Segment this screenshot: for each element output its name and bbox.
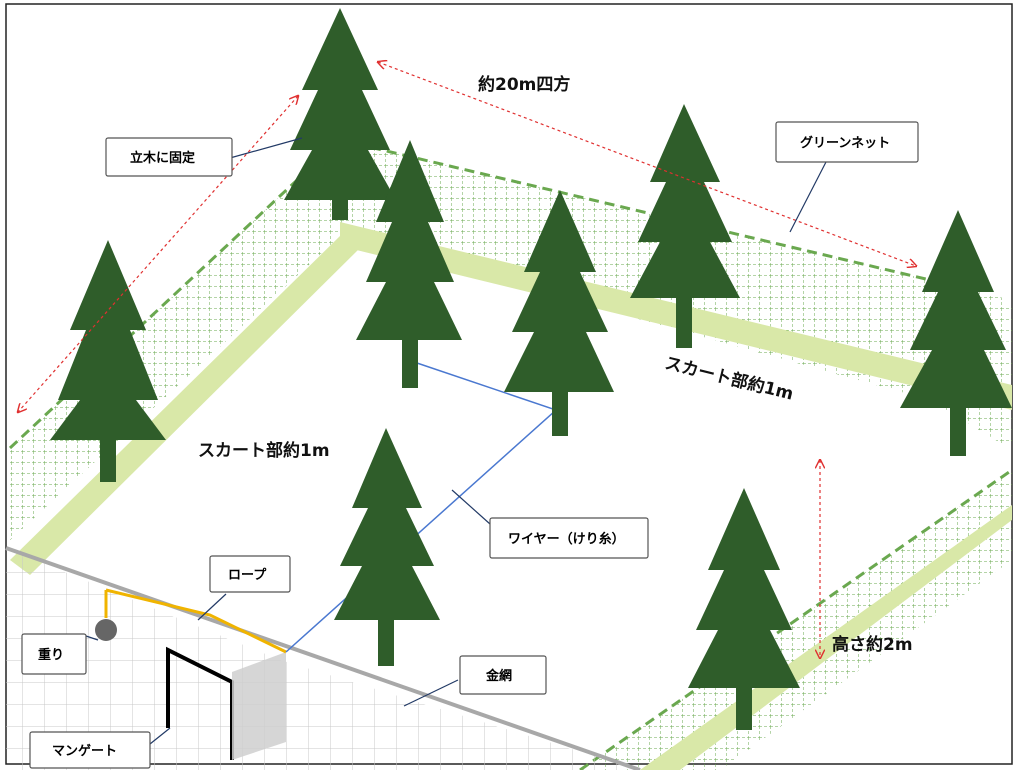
svg-text:ロープ: ロープ [228, 568, 267, 583]
dimension-arrows [18, 62, 916, 658]
svg-text:金網: 金網 [485, 668, 512, 684]
leader-lines [85, 137, 827, 745]
tree [284, 8, 396, 220]
wire-mesh [5, 546, 641, 770]
svg-text:グリーンネット: グリーンネット [800, 135, 890, 151]
tree [334, 428, 440, 666]
callout-green-net: グリーンネット [775, 121, 919, 163]
rope [104, 588, 287, 654]
height-label: 高さ約2m [832, 634, 913, 655]
skirt-label-left: スカート部約1m [198, 440, 330, 461]
man-gate [166, 646, 286, 760]
callout-wire-mesh: 金網 [459, 655, 547, 695]
callout-weight: 重り [21, 633, 87, 675]
callout-wire: ワイヤー（けり糸） [489, 517, 649, 559]
callout-man-gate: マンゲート [29, 731, 151, 769]
svg-text:マンゲート: マンゲート [52, 743, 117, 759]
tree [688, 488, 800, 730]
callout-fix-to-tree: 立木に固定 [105, 137, 233, 177]
weight-icon [95, 619, 117, 641]
area-label: 約20m四方 [478, 74, 570, 95]
svg-text:重り: 重り [38, 647, 64, 663]
skirt-label-back: スカート部約1m [663, 352, 796, 404]
callout-rope: ロープ [209, 555, 291, 593]
tree [900, 210, 1012, 456]
svg-text:ワイヤー（けり糸）: ワイヤー（けり糸） [508, 531, 625, 547]
tree [504, 190, 614, 436]
svg-text:立木に固定: 立木に固定 [130, 150, 195, 166]
